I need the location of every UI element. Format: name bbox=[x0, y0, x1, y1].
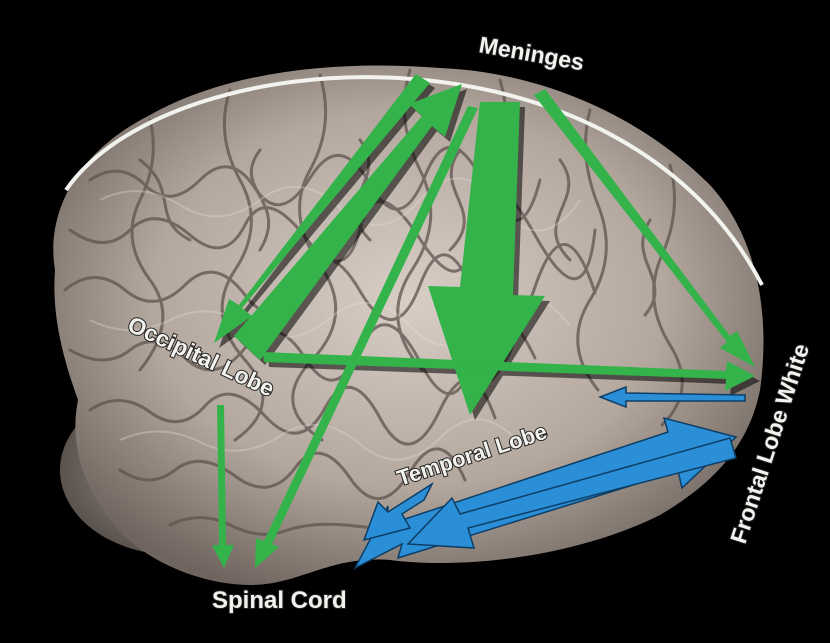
meninges-label: Meninges bbox=[477, 31, 586, 75]
spinal-cord-label: Spinal Cord bbox=[212, 587, 347, 614]
